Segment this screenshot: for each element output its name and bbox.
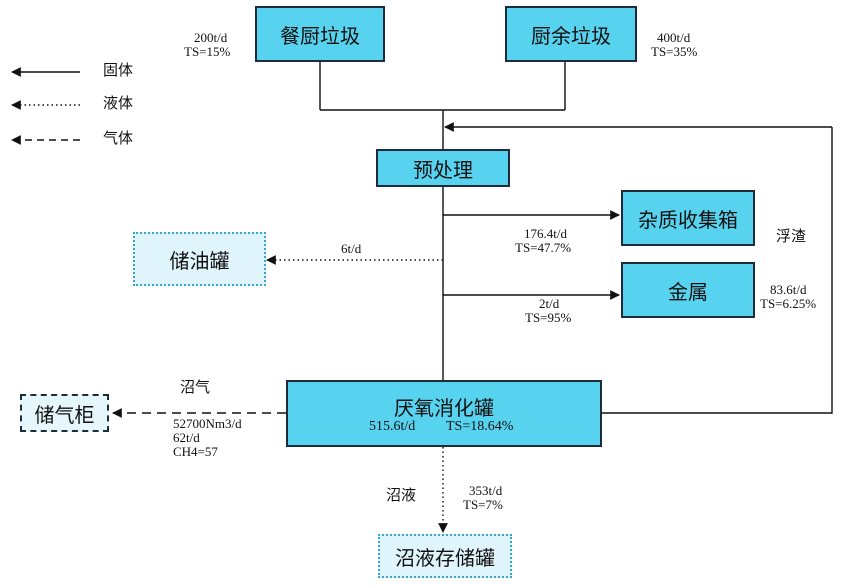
- pretreatment-box: 预处理: [376, 149, 510, 187]
- impurity-flow-label: 176.4t/d: [524, 226, 567, 241]
- digester-ts-label: TS=18.64%: [446, 419, 514, 434]
- recycle-loop-line: [602, 127, 833, 414]
- kitchen-waste-box: 餐厨垃圾: [255, 6, 385, 62]
- legend-liquid-label: 液体: [103, 94, 134, 112]
- recycle-ts-label: TS=6.25%: [760, 296, 817, 311]
- gas-ch4-label: CH4=57: [173, 444, 218, 459]
- metal-box: 金属: [621, 262, 755, 318]
- digestate-ts-label: TS=7%: [463, 497, 503, 512]
- metal-ts-label: TS=95%: [525, 310, 572, 325]
- digestate-flow-label: 353t/d: [469, 483, 503, 498]
- digester-box: 厌氧消化罐: [286, 380, 602, 447]
- metal-flow-label: 2t/d: [539, 296, 560, 311]
- scum-label: 浮渣: [776, 227, 807, 245]
- legend-gas-label: 气体: [103, 129, 134, 147]
- oil-flow-label: 6t/d: [341, 241, 362, 256]
- kitchen-ts-label: TS=15%: [184, 44, 231, 59]
- kitchen-flow-label: 200t/d: [194, 30, 228, 45]
- food-flow-label: 400t/d: [657, 30, 691, 45]
- gas-mass-label: 62t/d: [173, 430, 200, 445]
- digester-title: 厌氧消化罐: [394, 396, 494, 420]
- impurity-ts-label: TS=47.7%: [515, 240, 572, 255]
- oil-tank-box: 储油罐: [133, 232, 266, 286]
- gas-holder-box: 储气柜: [20, 394, 109, 432]
- biogas-label: 沼气: [180, 378, 211, 396]
- recycle-flow-label: 83.6t/d: [770, 282, 807, 297]
- food-residue-box: 厨余垃圾: [505, 6, 637, 62]
- digester-flow-label: 515.6t/d: [369, 419, 416, 434]
- food-ts-label: TS=35%: [651, 44, 698, 59]
- gas-volume-label: 52700Nm3/d: [173, 416, 242, 431]
- digestate-tank-box: 沼液存储罐: [378, 534, 512, 578]
- impurity-bin-box: 杂质收集箱: [621, 190, 755, 246]
- digestate-label: 沼液: [386, 486, 417, 504]
- legend-solid-label: 固体: [103, 61, 134, 79]
